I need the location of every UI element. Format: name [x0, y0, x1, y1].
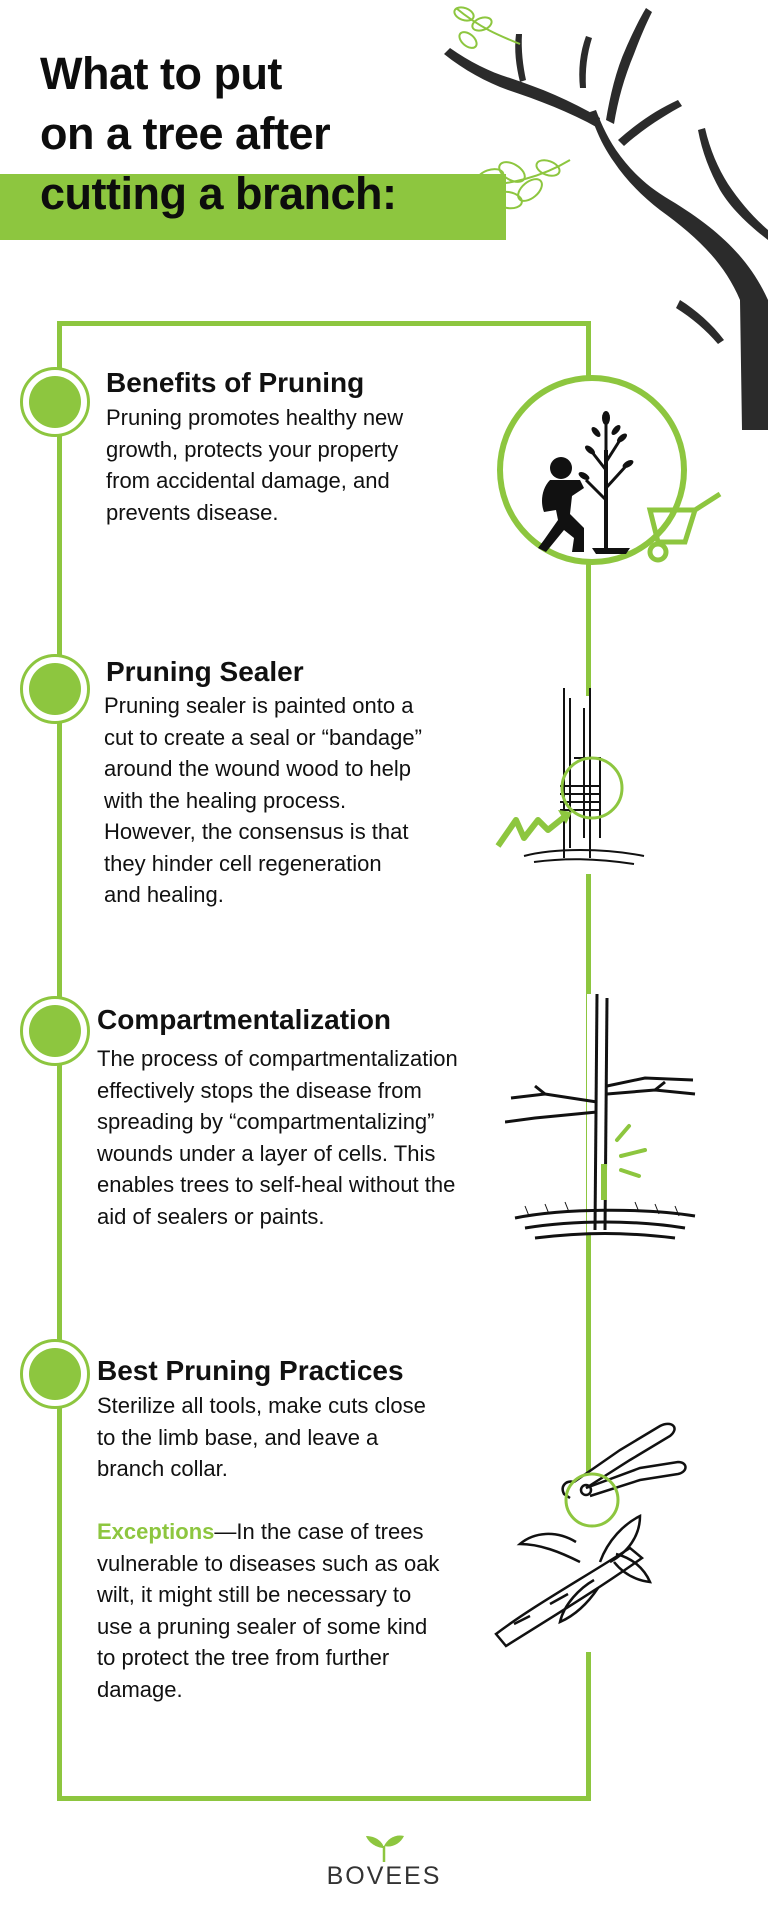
section-title-sealer: Pruning Sealer [106, 656, 304, 687]
page-title: What to put on a tree after cutting a br… [40, 44, 397, 224]
gardener-planting-tree-icon [497, 375, 722, 565]
section-bullet-icon [20, 1339, 90, 1409]
title-line-3: cutting a branch: [40, 168, 397, 219]
section-bullet-icon [20, 654, 90, 724]
sprout-logo-icon [366, 1835, 404, 1862]
section-body-compartmentalization: The process of compartmentalization effe… [97, 1046, 458, 1229]
section-title-best-practices: Best Pruning Practices [97, 1355, 404, 1386]
section-title-compartmentalization: Compartmentalization [97, 1004, 392, 1035]
pruning-shears-branch-icon [494, 1422, 687, 1652]
section-body-best-practices: Sterilize all tools, make cuts close to … [97, 1393, 440, 1702]
section-body-benefits: Pruning promotes healthy new growth, pro… [106, 405, 404, 525]
pruned-tree-icon [505, 994, 696, 1240]
section-title-benefits: Benefits of Pruning [106, 367, 365, 398]
title-highlight-bar [0, 174, 506, 240]
decorative-tree-icon [444, 6, 768, 430]
title-line-2: on a tree after [40, 108, 331, 159]
section-body-sealer: Pruning sealer is painted onto a cut to … [104, 693, 422, 907]
section-bullet-icon [20, 996, 90, 1066]
section-bullet-icon [20, 367, 90, 437]
title-line-1: What to put [40, 48, 282, 99]
bandaged-stump-icon [495, 688, 645, 874]
brand-logo-text: BOVEES [326, 1862, 442, 1890]
exceptions-label: Exceptions [97, 1519, 215, 1544]
